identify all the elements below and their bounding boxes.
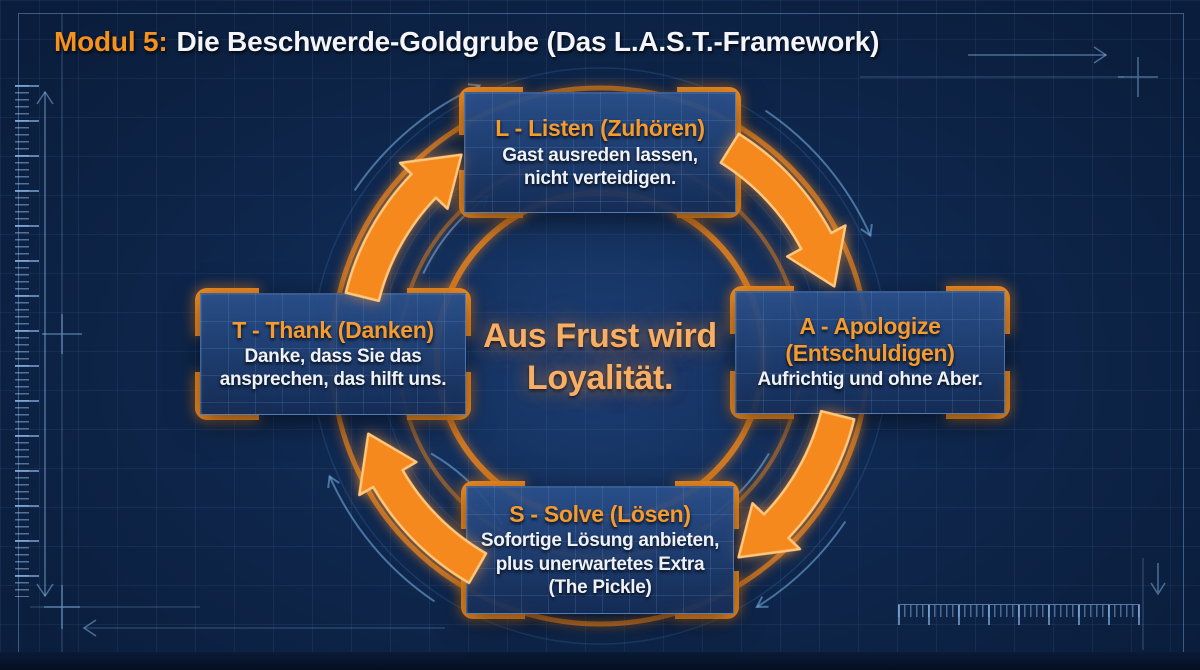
step-box-solve: S - Solve (Lösen) Sofortige Lösung anbie… [461, 481, 739, 619]
arrow-right-icon [1093, 46, 1108, 64]
step-heading-apologize: A - Apologize (Entschuldigen) [785, 313, 955, 366]
step-body-listen: Gast ausreden lassen, nicht verteidigen. [502, 144, 698, 189]
bracket-corner-icon [195, 372, 259, 420]
crosshair-icon [42, 314, 82, 354]
ruler-bottom-right [898, 604, 1140, 627]
arrow-down-icon [36, 583, 54, 598]
crosshair-icon [44, 585, 80, 629]
step-body-solve: Sofortige Lösung anbieten, plus unerwart… [480, 530, 720, 598]
step-box-listen: L - Listen (Zuhören) Gast ausreden lasse… [459, 87, 741, 218]
bottom-dark-band [0, 652, 1200, 670]
step-panel: T - Thank (Danken) Danke, dass Sie das a… [200, 293, 466, 415]
arrow-down-icon [1150, 563, 1166, 596]
step-body-apologize: Aufrichtig und ohne Aber. [757, 369, 983, 391]
step-box-apologize: A - Apologize (Entschuldigen) Aufrichtig… [730, 286, 1010, 419]
arrow-left-icon [82, 619, 97, 637]
page-title: Modul 5: Die Beschwerde-Goldgrube (Das L.… [54, 26, 879, 58]
arrow-head-icon [860, 223, 873, 238]
crosshair-icon [1118, 57, 1158, 97]
blue-arc [756, 520, 847, 608]
center-message: Aus Frust wird Loyalität. [483, 316, 717, 397]
step-panel: A - Apologize (Entschuldigen) Aufrichtig… [735, 291, 1005, 414]
arrow-head-icon [327, 474, 340, 489]
step-heading-listen: L - Listen (Zuhören) [495, 115, 705, 142]
step-heading-thank: T - Thank (Danken) [232, 316, 434, 343]
ruler-left [15, 85, 39, 597]
step-panel: L - Listen (Zuhören) Gast ausreden lasse… [464, 92, 736, 213]
blue-arc [328, 475, 436, 603]
bracket-corner-icon [946, 286, 1010, 334]
arrow-up-icon [36, 90, 54, 105]
bracket-corner-icon [946, 371, 1010, 419]
blue-arc [764, 109, 872, 237]
step-panel: S - Solve (Lösen) Sofortige Lösung anbie… [466, 486, 734, 614]
step-box-thank: T - Thank (Danken) Danke, dass Sie das a… [195, 288, 471, 420]
step-heading-solve: S - Solve (Lösen) [509, 501, 691, 528]
arrow-head-icon [755, 596, 769, 609]
title-text: Die Beschwerde-Goldgrube (Das L.A.S.T.-F… [176, 26, 880, 57]
step-body-thank: Danke, dass Sie das ansprechen, das hilf… [219, 346, 447, 391]
title-module-label: Modul 5: [54, 26, 168, 57]
bracket-corner-icon [195, 288, 259, 336]
